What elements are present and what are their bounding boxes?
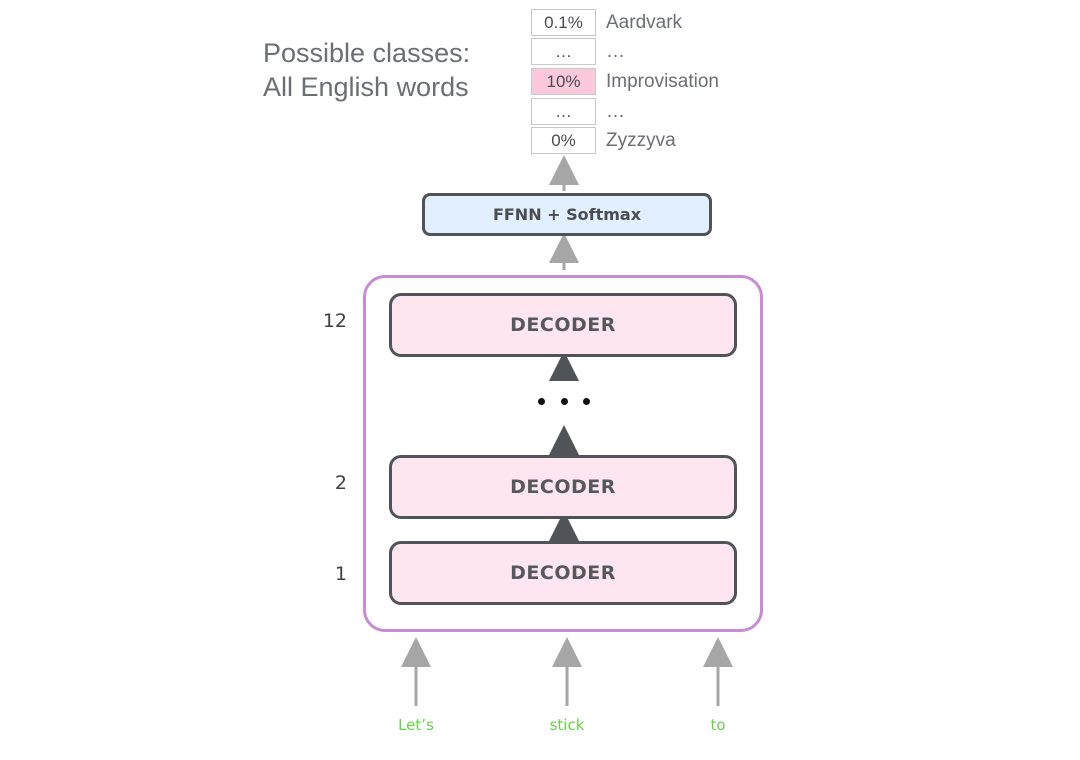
ellipsis-dots [538,398,590,405]
decoder-block-2: DECODER [389,455,737,519]
output-word-zyzzyva: Zyzzyva [606,130,676,151]
output-prob-cell-ellipsis-1: … [531,38,596,65]
output-word-ellipsis-1: … [606,41,625,62]
output-prob-cell-aardvark: 0.1% [531,9,596,36]
input-token-3: to [710,716,726,734]
output-word-aardvark: Aardvark [606,12,683,33]
input-token-2: stick [549,716,585,734]
layer-number-1: 1 [334,563,347,585]
dot-1 [538,398,545,405]
note-line-1: Possible classes: [263,38,471,68]
input-token-1: Let’s [398,716,434,734]
dot-2 [560,398,568,405]
output-prob-cell-ellipsis-2: … [531,98,596,125]
ffnn-softmax-box: FFNN + Softmax [422,193,712,236]
layer-number-12: 12 [322,310,347,332]
possible-classes-note: Possible classes: All English words [263,36,470,104]
dot-3 [583,398,590,405]
output-prob-cell-zyzzyva: 0% [531,127,596,154]
output-prob-cell-improvisation: 10% [531,68,596,95]
decoder-block-1: DECODER [389,541,737,605]
decoder-stack-container [363,275,763,632]
layer-number-2: 2 [334,472,347,494]
note-line-2: All English words [263,72,469,102]
output-word-ellipsis-2: … [606,101,625,122]
output-word-improvisation: Improvisation [606,71,719,92]
decoder-block-12: DECODER [389,293,737,357]
